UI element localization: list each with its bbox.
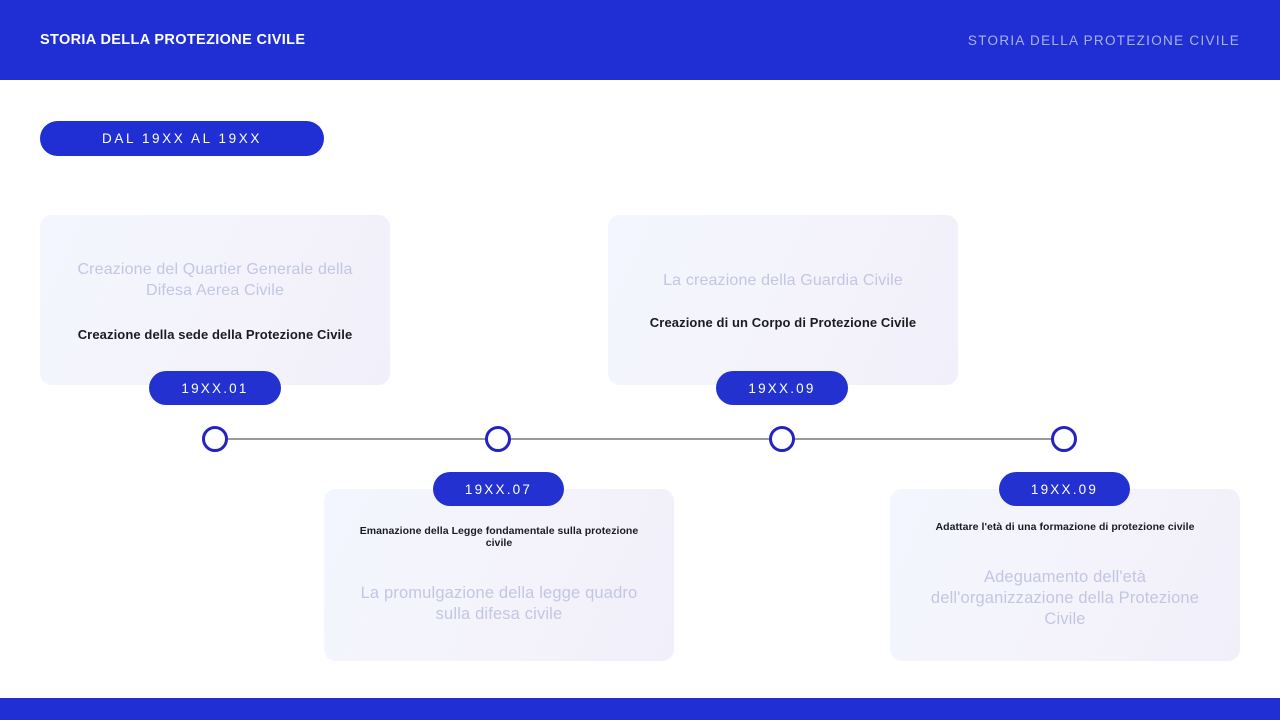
header-subtitle: STORIA DELLA PROTEZIONE CIVILE [967,32,1240,48]
date-badge-3[interactable]: 19XX.09 [716,371,848,405]
card-ghost-text: La promulgazione della legge quadro sull… [360,584,638,623]
date-badge-2[interactable]: 19XX.07 [433,472,564,506]
timeline-node-2[interactable] [485,426,511,452]
timeline-card-4[interactable]: Adattare l'età di una formazione di prot… [890,489,1240,661]
date-badge-1[interactable]: 19XX.01 [149,371,281,405]
period-badge[interactable]: DAL 19XX AL 19XX [40,121,324,156]
card-bold-text: Creazione di un Corpo di Protezione Civi… [649,315,917,330]
timeline-axis [215,438,1065,440]
timeline-card-1[interactable]: Creazione del Quartier Generale della Di… [40,215,390,385]
timeline-node-1[interactable] [202,426,228,452]
card-ghost-text: Creazione del Quartier Generale della Di… [77,260,353,299]
card-bold-text: Adattare l'età di una formazione di prot… [935,520,1195,533]
card-bold-text: Creazione della sede della Protezione Ci… [77,326,353,342]
date-badge-4[interactable]: 19XX.09 [999,472,1130,506]
timeline-node-4[interactable] [1051,426,1077,452]
card-ghost-text: La creazione della Guardia Civile [663,272,903,289]
page-footer [0,698,1280,720]
timeline-node-3[interactable] [769,426,795,452]
timeline-card-2[interactable]: Emanazione della Legge fondamentale sull… [324,489,674,661]
page-title: STORIA DELLA PROTEZIONE CIVILE [40,32,306,48]
card-ghost-text: Adeguamento dell'età dell'organizzazione… [930,567,1200,628]
timeline-card-3[interactable]: La creazione della Guardia Civile Creazi… [608,215,958,385]
page-header: STORIA DELLA PROTEZIONE CIVILE STORIA DE… [0,0,1280,80]
card-bold-text: Emanazione della Legge fondamentale sull… [359,525,639,549]
